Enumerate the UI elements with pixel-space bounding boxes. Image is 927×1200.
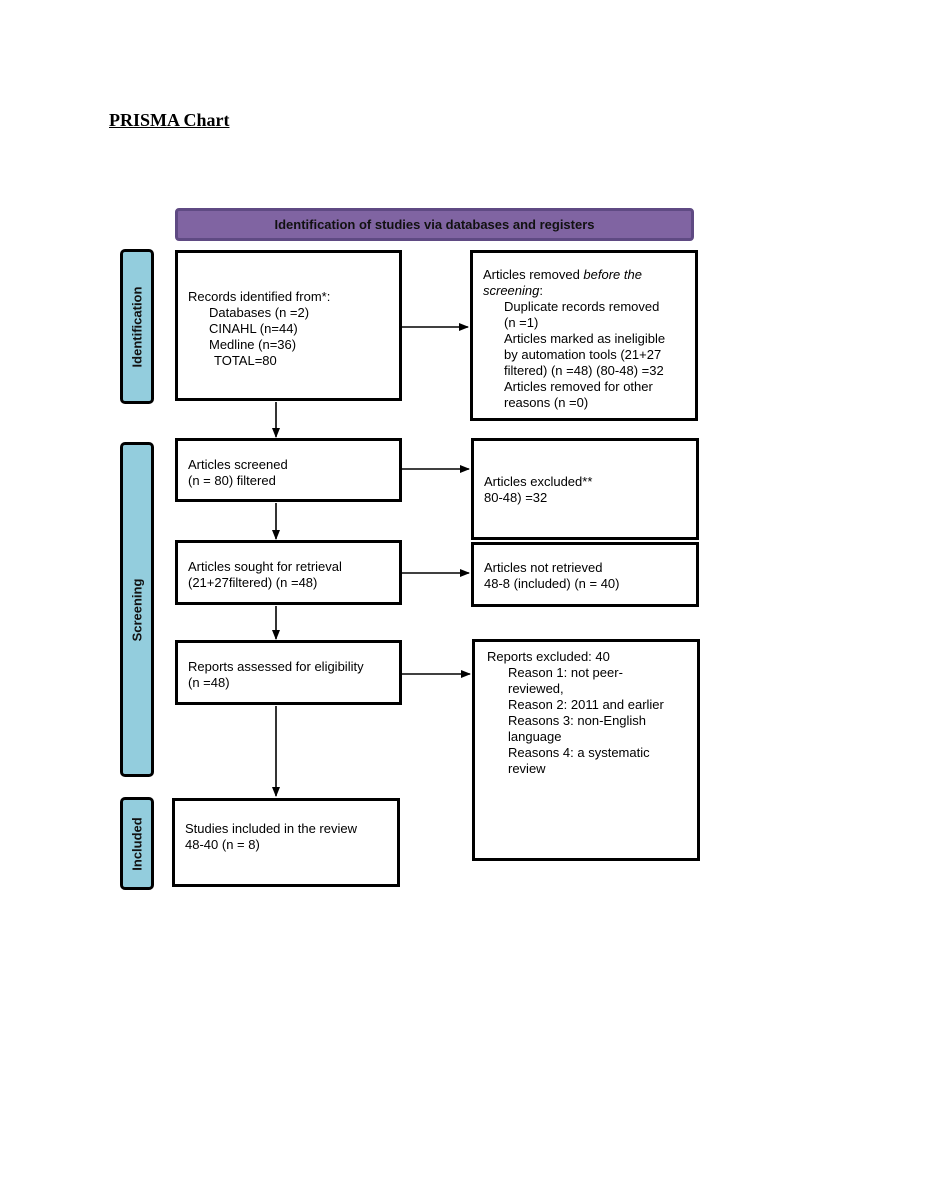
removed-heading-text: Articles removed <box>483 267 584 282</box>
not-retrieved-line: 48-8 (included) (n = 40) <box>484 576 620 591</box>
assessed-eligibility-box: Reports assessed for eligibility (n =48) <box>175 640 402 705</box>
reports-excluded-line: reviewed, <box>508 681 564 696</box>
reports-excluded-line: Reasons 4: a systematic <box>508 745 650 760</box>
studies-included-box: Studies included in the review 48-40 (n … <box>172 798 400 887</box>
reports-excluded-line: Reason 1: not peer- <box>508 665 623 680</box>
phase-label-identification: Identification <box>120 249 154 404</box>
removed-line: Articles removed for other <box>504 379 653 394</box>
reports-excluded-line: Reasons 3: non-English <box>508 713 647 728</box>
removed-line: Duplicate records removed <box>504 299 660 314</box>
removed-line: Articles marked as ineligible <box>504 331 666 346</box>
articles-screened-box: Articles screened (n = 80) filtered <box>175 438 402 502</box>
identification-header-bar: Identification of studies via databases … <box>175 208 694 241</box>
articles-screened-line: (n = 80) filtered <box>188 473 276 488</box>
reports-excluded-box: Reports excluded: 40 Reason 1: not peer-… <box>472 639 700 861</box>
reports-excluded-heading: Reports excluded: 40 <box>487 649 610 664</box>
removed-before-screening-box: Articles removed before the screening: D… <box>470 250 698 421</box>
removed-line: filtered) (n =48) (80-48) =32 <box>504 363 664 378</box>
page-title: PRISMA Chart <box>109 110 230 130</box>
records-identified-box: Records identified from*: Databases (n =… <box>175 250 402 401</box>
removed-line: by automation tools (21+27 <box>504 347 662 362</box>
sought-line: Articles sought for retrieval <box>188 559 342 574</box>
assessed-line: Reports assessed for eligibility <box>188 659 364 674</box>
records-databases: Databases (n =2) <box>209 305 310 320</box>
articles-screened-line: Articles screened <box>188 457 288 472</box>
not-retrieved-box: Articles not retrieved 48-8 (included) (… <box>471 542 699 607</box>
removed-heading-line2: screening: <box>483 283 685 299</box>
sought-for-retrieval-box: Articles sought for retrieval (21+27filt… <box>175 540 402 605</box>
sought-line: (21+27filtered) (n =48) <box>188 575 318 590</box>
reports-excluded-line: language <box>508 729 562 744</box>
articles-excluded-box: Articles excluded** 80-48) =32 <box>471 438 699 540</box>
records-medline: Medline (n=36) <box>209 337 297 352</box>
removed-line: reasons (n =0) <box>504 395 589 410</box>
removed-heading-line1: Articles removed before the <box>483 267 685 283</box>
studies-included-line: Studies included in the review <box>185 821 357 836</box>
articles-excluded-line: Articles excluded** <box>484 474 593 489</box>
studies-included-line: 48-40 (n = 8) <box>185 837 260 852</box>
records-cinahl: CINAHL (n=44) <box>209 321 298 336</box>
removed-heading-colon: : <box>539 283 543 298</box>
assessed-line: (n =48) <box>188 675 230 690</box>
articles-excluded-line: 80-48) =32 <box>484 490 548 505</box>
removed-heading-italic2: screening <box>483 283 540 298</box>
phase-label-screening: Screening <box>120 442 154 777</box>
reports-excluded-line: Reason 2: 2011 and earlier <box>508 697 664 712</box>
removed-line: (n =1) <box>504 315 539 330</box>
reports-excluded-line: review <box>508 761 546 776</box>
records-identified-heading: Records identified from*: <box>188 289 331 304</box>
phase-label-included: Included <box>120 797 154 890</box>
records-total: TOTAL=80 <box>214 353 277 368</box>
removed-heading-italic1: before the <box>583 267 642 282</box>
not-retrieved-line: Articles not retrieved <box>484 560 603 575</box>
